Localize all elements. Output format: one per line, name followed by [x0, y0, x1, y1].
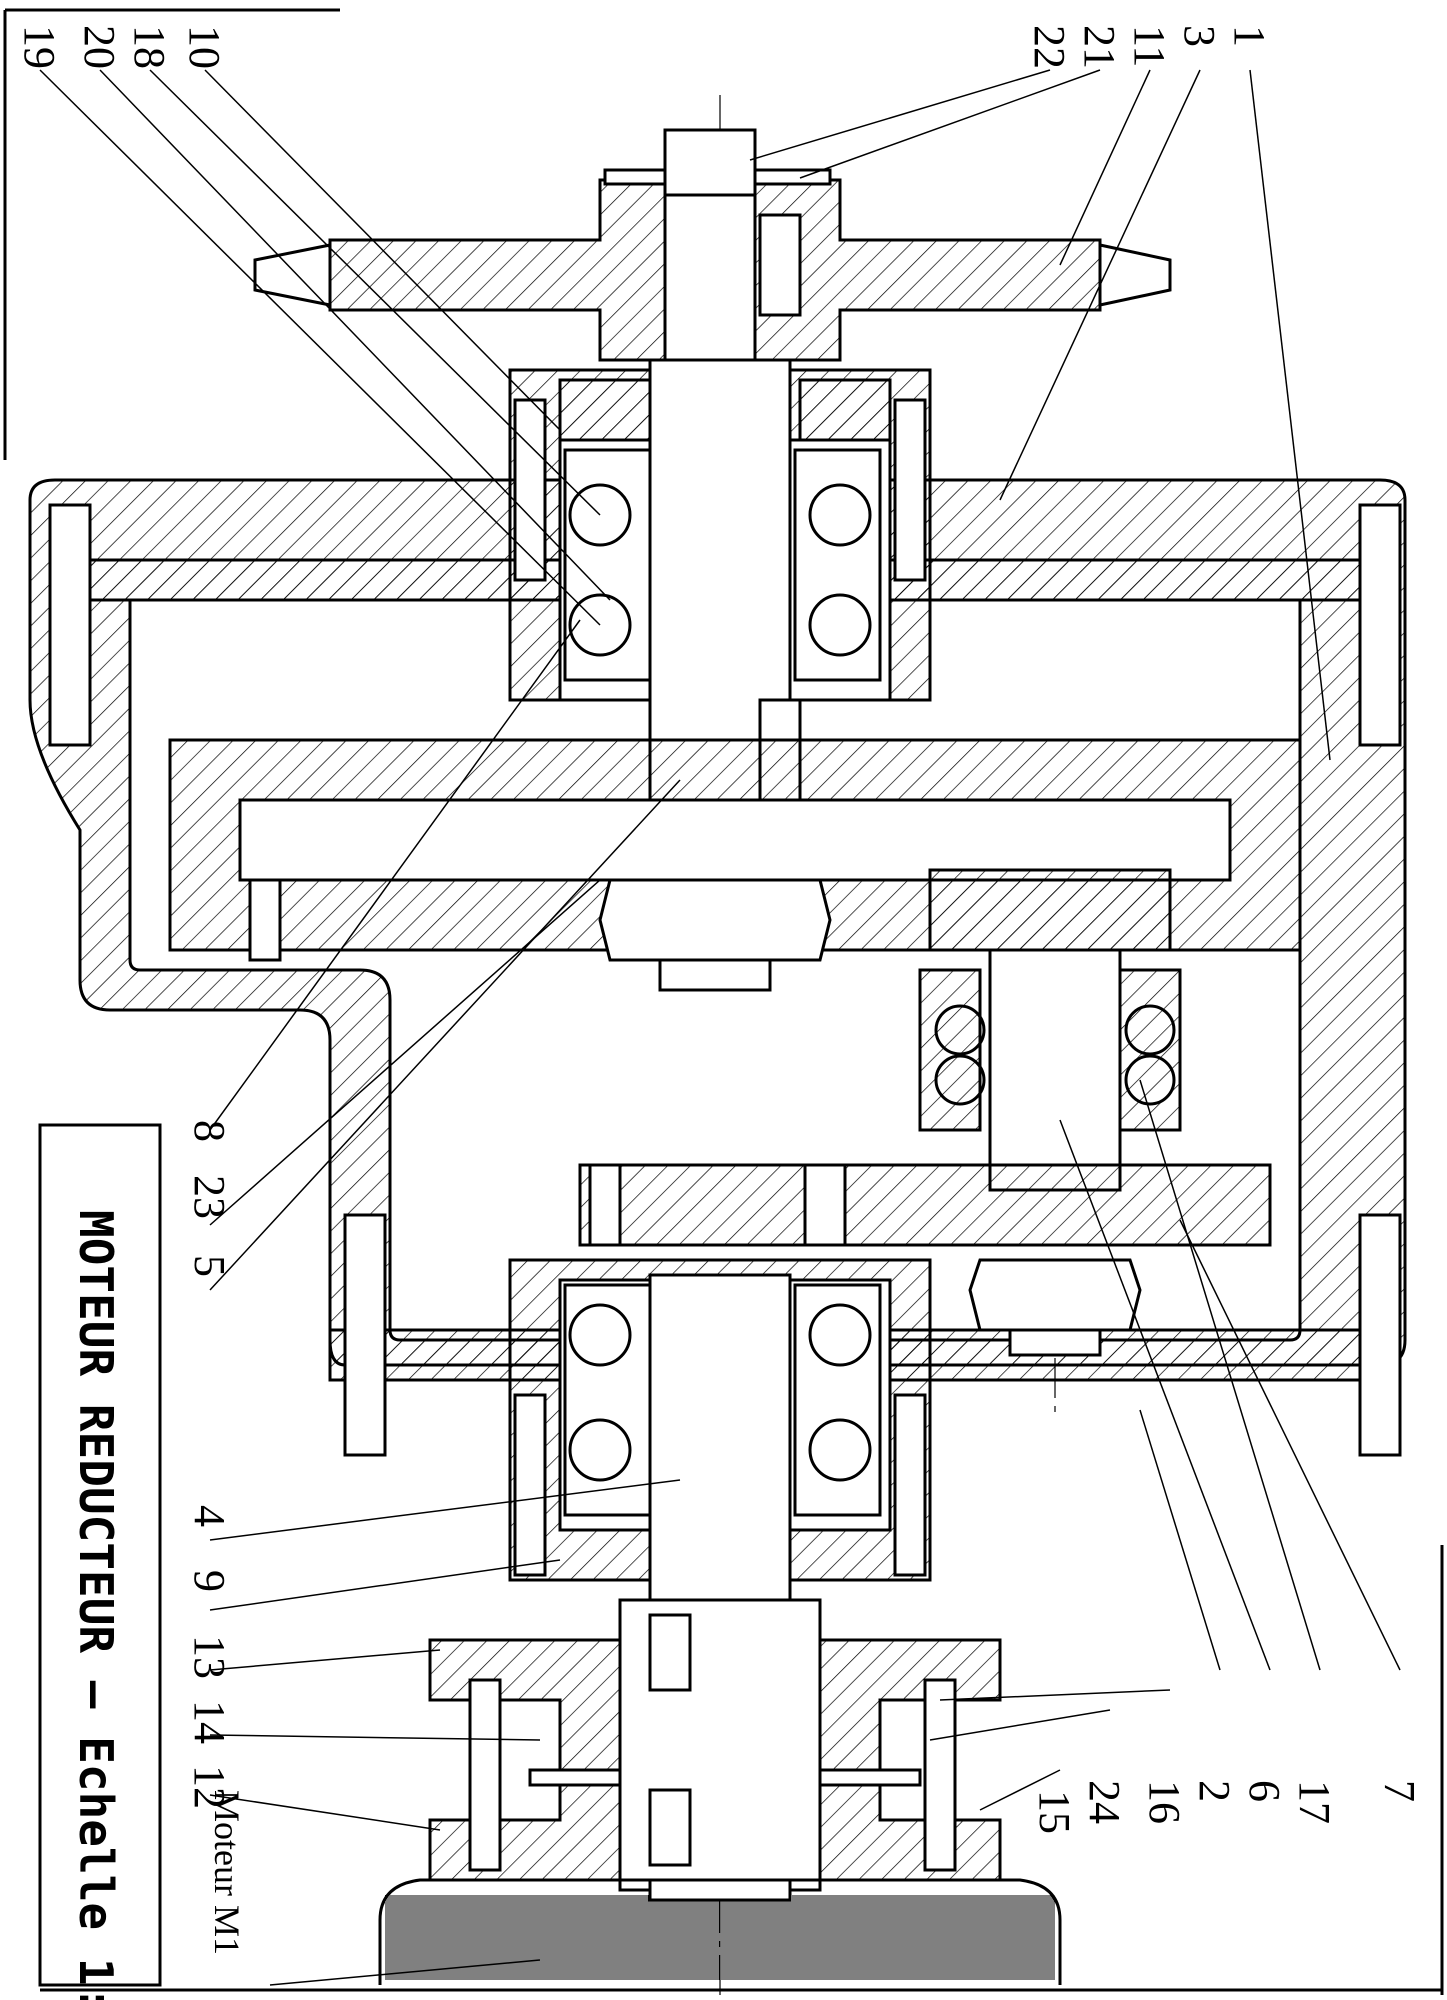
label-20: 20 — [75, 25, 124, 69]
label-8: 8 — [185, 1120, 234, 1142]
label-22: 22 — [1025, 25, 1074, 69]
label-23: 23 — [185, 1175, 234, 1219]
label-14: 14 — [185, 1700, 234, 1744]
label-6: 6 — [1240, 1780, 1289, 1802]
part-labels-middle: 8 23 5 — [185, 1120, 234, 1277]
label-10: 10 — [180, 25, 229, 69]
label-1: 1 — [1225, 25, 1274, 47]
part-labels-bottom-left: 4 9 13 14 12 — [185, 1505, 234, 1809]
gear-nut — [598, 878, 832, 992]
part-labels-top: 19 20 18 10 22 21 11 3 1 — [15, 25, 1274, 69]
lower-bearing-housing — [508, 1258, 932, 1617]
label-11: 11 — [1125, 25, 1174, 67]
part-labels-bottom-right: 15 24 16 2 6 17 7 — [1030, 1780, 1424, 1834]
upper-bearings — [563, 448, 882, 682]
hand-crank — [253, 128, 1172, 367]
label-21: 21 — [1075, 25, 1124, 69]
label-12: 12 — [185, 1765, 234, 1809]
small-gear — [578, 1163, 1272, 1247]
motor — [378, 1878, 1062, 1985]
housing-screws — [48, 398, 1402, 1577]
title-block: MOTEUR REDUCTEUR – Echelle 1:1 — [38, 1123, 162, 2000]
motor-label: Moteur M1 — [207, 1790, 247, 1955]
label-13: 13 — [185, 1635, 234, 1679]
label-7: 7 — [1375, 1780, 1424, 1802]
label-17: 17 — [1290, 1780, 1339, 1824]
sheet-border — [3, 8, 1444, 1995]
label-16: 16 — [1140, 1780, 1189, 1824]
coupling — [428, 1598, 1002, 1892]
label-24: 24 — [1080, 1780, 1129, 1824]
label-4: 4 — [185, 1505, 234, 1527]
label-2: 2 — [1190, 1780, 1239, 1802]
leader-lines — [39, 69, 1401, 1986]
label-3: 3 — [1175, 25, 1224, 47]
drawing-title: MOTEUR REDUCTEUR – Echelle 1:1 — [69, 1210, 123, 2000]
secondary-shaft — [918, 868, 1182, 1357]
label-18: 18 — [125, 25, 174, 69]
label-19: 19 — [15, 25, 64, 69]
label-15: 15 — [1030, 1790, 1079, 1834]
label-5: 5 — [185, 1255, 234, 1277]
label-9: 9 — [185, 1570, 234, 1592]
